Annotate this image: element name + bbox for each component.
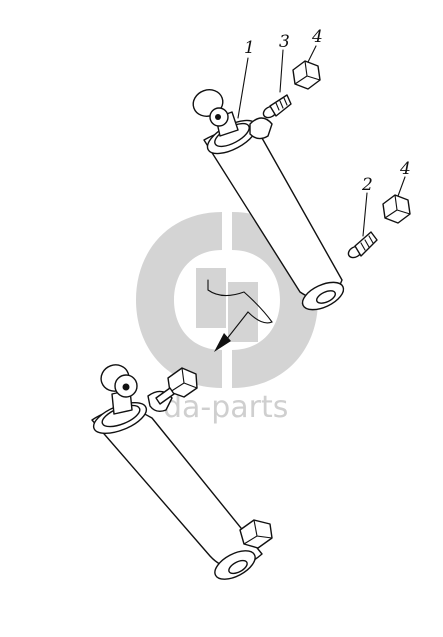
fitting-part-2 bbox=[347, 231, 378, 259]
upper-cylinder-bottom-eye bbox=[315, 290, 337, 304]
nut-part-4-upper bbox=[292, 60, 321, 90]
leader-3 bbox=[279, 49, 284, 93]
leader-4b bbox=[397, 176, 406, 197]
lower-cylinder bbox=[91, 364, 273, 580]
lower-cylinder-body bbox=[91, 408, 263, 569]
leader-lines bbox=[237, 45, 406, 237]
leader-4a bbox=[307, 45, 317, 63]
callout-2: 2 bbox=[361, 175, 373, 195]
callout-3: 3 bbox=[279, 32, 290, 52]
callout-1: 1 bbox=[244, 38, 255, 58]
arrow-head bbox=[214, 333, 231, 352]
assembly-arrow bbox=[207, 279, 273, 352]
upper-cylinder-eye-hole bbox=[215, 114, 221, 120]
callout-4-upper: 4 bbox=[311, 27, 323, 47]
upper-cylinder-port-boss bbox=[249, 117, 273, 140]
nut-part-4-lower bbox=[382, 194, 411, 224]
leader-1 bbox=[237, 57, 249, 119]
upper-cylinder bbox=[192, 89, 345, 311]
leader-2 bbox=[362, 192, 368, 237]
lower-cylinder-bottom-eye bbox=[228, 559, 248, 575]
lower-cylinder-eye-hole bbox=[122, 383, 130, 391]
fitting-part-3 bbox=[262, 94, 292, 119]
callout-4-lower: 4 bbox=[399, 159, 411, 179]
